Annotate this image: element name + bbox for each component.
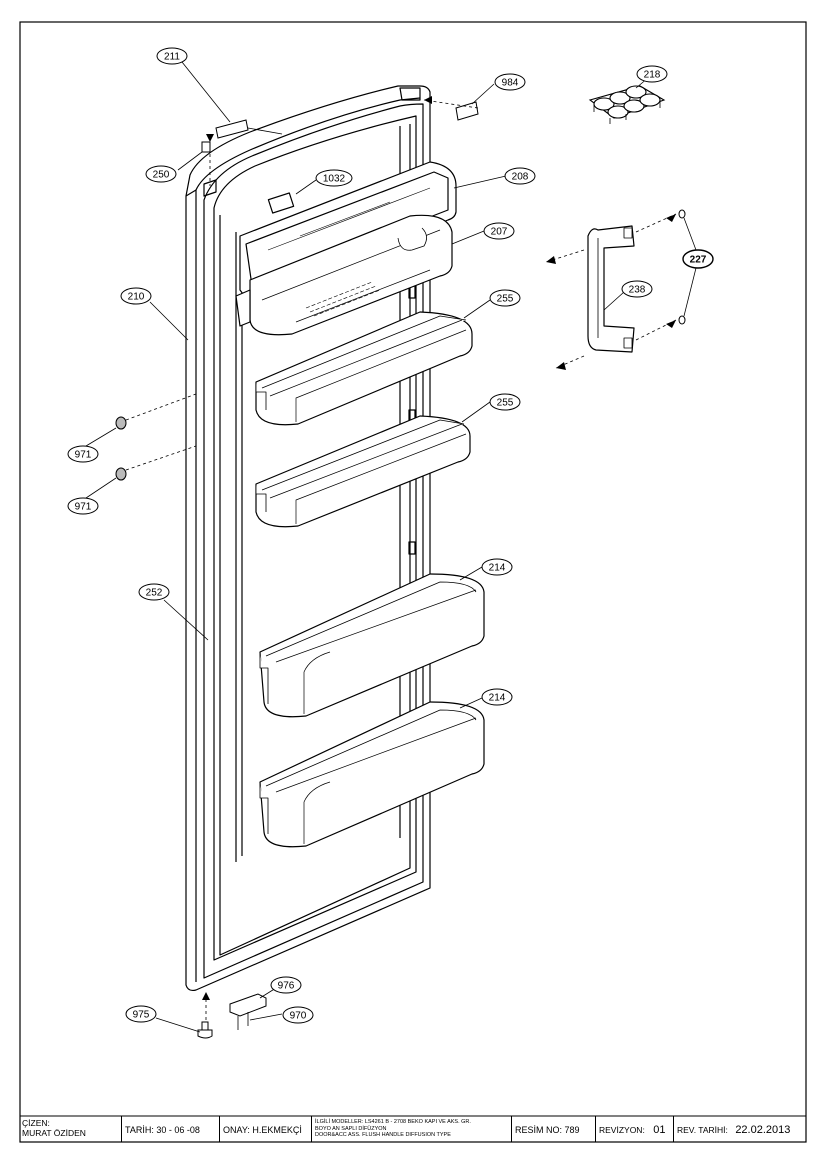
callout-971-lower: 971 <box>67 497 99 515</box>
callout-211: 211 <box>156 47 188 65</box>
door-shelf-upper <box>255 311 473 426</box>
svg-text:210: 210 <box>128 292 145 303</box>
labels <box>215 101 479 139</box>
callout-252: 252 <box>138 583 170 601</box>
svg-text:971: 971 <box>75 502 92 513</box>
drawing-frame <box>19 21 807 1143</box>
rev-date-value: 22.02.2013 <box>735 1124 791 1136</box>
drawing-date: TARİH: 30 - 06 -08 <box>125 1125 200 1135</box>
bottle-bin-lower <box>259 701 485 848</box>
door-shelf-lower <box>255 415 471 528</box>
svg-text:208: 208 <box>512 172 529 183</box>
svg-text:207: 207 <box>491 227 508 238</box>
svg-text:211: 211 <box>164 52 180 63</box>
svg-text:214: 214 <box>489 563 506 574</box>
callout-227: 227 <box>682 249 714 269</box>
callout-971-upper: 971 <box>67 445 99 463</box>
drawn-by-label: ÇİZEN: <box>22 1118 50 1128</box>
callout-970: 970 <box>282 1006 314 1024</box>
callout-214-upper: 214 <box>481 558 513 576</box>
callout-255-upper: 255 <box>489 289 521 307</box>
title-block-drawn-by: ÇİZEN: MURAT ÖZİDEN <box>20 1116 122 1142</box>
rev-date-label: REV. TARİHİ: <box>677 1125 728 1135</box>
callout-238: 238 <box>621 280 653 298</box>
svg-text:255: 255 <box>497 398 514 409</box>
description-line-1: İLGİLİ MODELLER: LS4261 B - 2708 BEKO KA… <box>315 1119 471 1125</box>
callout-976: 976 <box>270 976 302 994</box>
title-block-drawing-no: RESİM NO: 789 <box>512 1116 596 1142</box>
callout-255-lower: 255 <box>489 393 521 411</box>
leader-lines <box>85 61 697 1033</box>
callout-250: 250 <box>145 165 177 183</box>
egg-tray <box>588 85 666 124</box>
door-handle <box>587 225 635 353</box>
callout-975: 975 <box>125 1005 157 1023</box>
title-block-approval: ONAY: H.EKMEKÇİ <box>220 1116 312 1142</box>
callout-218: 218 <box>636 65 668 83</box>
svg-text:227: 227 <box>690 255 707 266</box>
drawing-number: RESİM NO: 789 <box>515 1125 580 1135</box>
hinge-parts <box>197 141 267 1039</box>
title-block-rev-date: REV. TARİHİ: 22.02.2013 <box>674 1116 806 1142</box>
svg-text:255: 255 <box>497 294 514 305</box>
description-line-2: BOYO AN SAPLI DİFÜZYON <box>315 1125 387 1132</box>
svg-text:970: 970 <box>290 1011 307 1022</box>
svg-text:252: 252 <box>146 588 163 599</box>
callout-208: 208 <box>504 167 536 185</box>
title-block-description: İLGİLİ MODELLER: LS4261 B - 2708 BEKO KA… <box>312 1116 512 1142</box>
svg-text:238: 238 <box>629 285 646 296</box>
bottle-bin-upper <box>259 573 485 718</box>
svg-text:1032: 1032 <box>323 174 346 185</box>
callout-984: 984 <box>494 73 526 91</box>
callout-210: 210 <box>120 287 152 305</box>
svg-text:218: 218 <box>644 70 661 81</box>
svg-text:976: 976 <box>278 981 295 992</box>
svg-text:975: 975 <box>133 1010 150 1021</box>
title-block-revision: REVİZYON: 01 <box>596 1116 674 1142</box>
title-block-date: TARİH: 30 - 06 -08 <box>122 1116 220 1142</box>
svg-text:250: 250 <box>153 170 170 181</box>
approval: ONAY: H.EKMEKÇİ <box>223 1125 302 1135</box>
arrow-heads <box>202 96 676 1000</box>
drawn-by-value: MURAT ÖZİDEN <box>22 1128 86 1138</box>
svg-text:214: 214 <box>489 693 506 704</box>
hole-plugs <box>115 416 127 481</box>
revision-label: REVİZYON: <box>599 1125 645 1135</box>
dairy-compartment <box>235 161 457 336</box>
revision-value: 01 <box>653 1124 666 1136</box>
callout-207: 207 <box>483 222 515 240</box>
callout-214-lower: 214 <box>481 688 513 706</box>
handle-screws <box>678 209 686 325</box>
description-line-3: DOOR&ACC ASS. FLUSH HANDLE DIFFUSION TYP… <box>315 1132 451 1138</box>
svg-text:971: 971 <box>75 450 92 461</box>
callout-1032: 1032 <box>315 169 353 187</box>
svg-text:984: 984 <box>502 78 519 89</box>
